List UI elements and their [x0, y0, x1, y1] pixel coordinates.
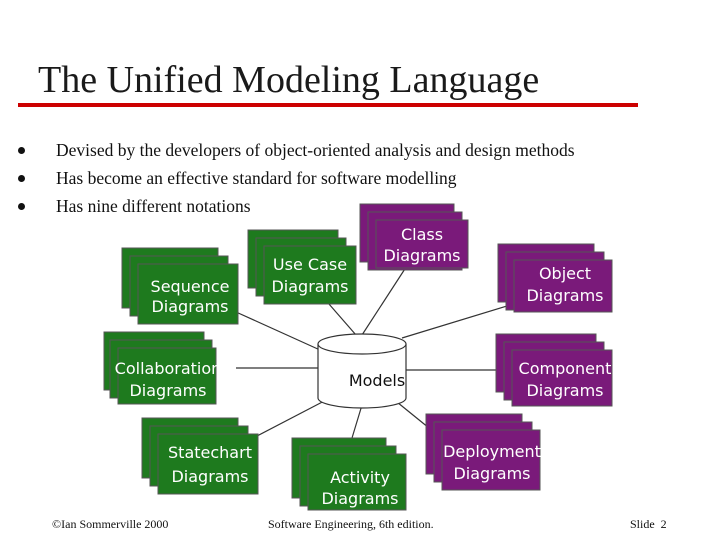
sequence-subtitle: Diagrams	[151, 297, 228, 316]
use-case-title: Use Case	[273, 255, 347, 274]
title-underline	[18, 103, 638, 107]
footer-book-title: Software Engineering, 6th edition.	[268, 517, 434, 531]
collaboration-diagrams-node: Collaboration Diagrams	[103, 331, 222, 405]
component-diagrams-node: Component Diagrams	[495, 333, 613, 407]
bullet-dot-icon	[18, 175, 25, 182]
collaboration-title: Collaboration	[115, 359, 222, 378]
statechart-diagrams-node: Statechart Diagrams	[141, 417, 259, 495]
deployment-title: Deployment	[443, 442, 541, 461]
activity-subtitle: Diagrams	[321, 489, 398, 508]
footer-slide-number: Slide 2	[630, 517, 667, 531]
models-cylinder: Models	[317, 333, 407, 409]
class-subtitle: Diagrams	[383, 246, 460, 265]
object-title: Object	[539, 264, 591, 283]
statechart-title: Statechart	[168, 443, 252, 462]
bullet-item: Devised by the developers of object-orie…	[18, 138, 575, 166]
bullet-text: Has become an effective standard for sof…	[56, 168, 457, 188]
connector-object	[401, 301, 521, 339]
use-case-diagrams-node: Use Case Diagrams	[247, 229, 357, 305]
bullet-text: Has nine different notations	[56, 196, 251, 216]
activity-diagrams-node: Activity Diagrams	[291, 437, 407, 511]
connector-sequence	[235, 311, 321, 351]
bullet-item: Has become an effective standard for sof…	[18, 166, 575, 194]
slide-title: The Unified Modeling Language	[38, 59, 540, 101]
bullet-dot-icon	[18, 147, 25, 154]
object-subtitle: Diagrams	[526, 286, 603, 305]
bullet-dot-icon	[18, 203, 25, 210]
component-subtitle: Diagrams	[526, 381, 603, 400]
object-diagrams-node: Object Diagrams	[497, 243, 613, 313]
collaboration-subtitle: Diagrams	[129, 381, 206, 400]
component-title: Component	[519, 359, 612, 378]
statechart-subtitle: Diagrams	[171, 467, 248, 486]
bullet-item: Has nine different notations	[18, 194, 575, 222]
activity-title: Activity	[330, 468, 390, 487]
deployment-subtitle: Diagrams	[453, 464, 530, 483]
connector-activity	[351, 404, 363, 439]
class-title: Class	[401, 225, 443, 244]
sequence-title: Sequence	[151, 277, 230, 296]
bullet-text: Devised by the developers of object-orie…	[56, 140, 575, 160]
bullet-list: Devised by the developers of object-orie…	[18, 138, 575, 222]
sequence-diagrams-node: Sequence Diagrams	[121, 247, 239, 325]
use-case-subtitle: Diagrams	[271, 277, 348, 296]
class-diagrams-node: Class Diagrams	[359, 203, 469, 271]
models-label: Models	[349, 371, 405, 390]
deployment-diagrams-node: Deployment Diagrams	[425, 413, 541, 491]
footer-copyright: ©Ian Sommerville 2000	[52, 517, 169, 531]
connector-class	[361, 257, 413, 336]
